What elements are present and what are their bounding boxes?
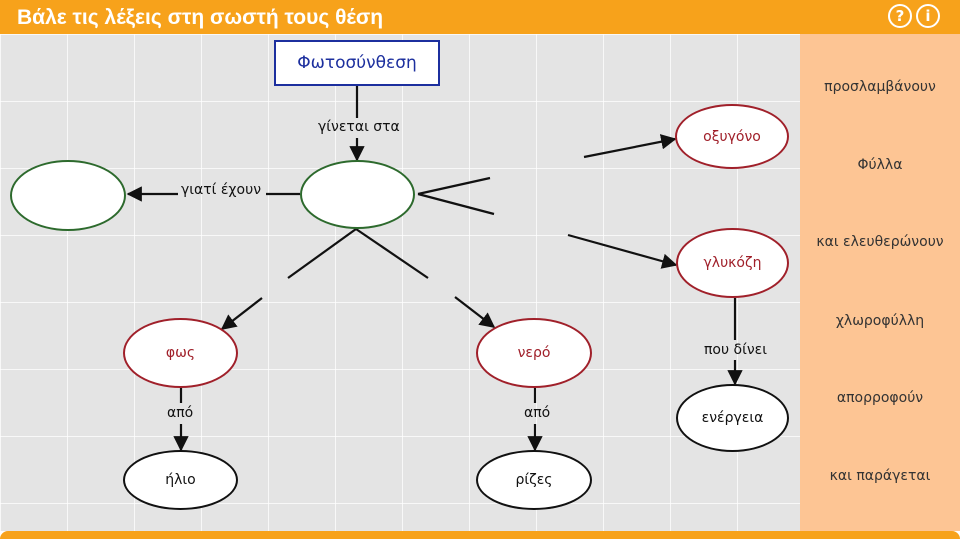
connector-arrow — [220, 297, 263, 330]
node-roots: ρίζες — [476, 450, 592, 510]
word-bank-item[interactable]: και παράγεται — [829, 468, 931, 484]
node-energy: ενέργεια — [676, 384, 789, 452]
node-glucose: γλυκόζη — [676, 228, 789, 298]
node-oxygen: οξυγόνο — [675, 104, 789, 169]
word-bank-panel: προσλαμβάνουν Φύλλα και ελευθερώνουν χλω… — [800, 34, 960, 531]
link-label-from: από — [524, 405, 551, 421]
bottom-bar — [0, 531, 960, 539]
link-label-happens-in: γίνεται στα — [318, 119, 400, 135]
connector-line — [287, 228, 357, 279]
word-bank-item[interactable]: Φύλλα — [857, 157, 903, 173]
connector-line — [355, 228, 429, 279]
node-sun: ήλιο — [123, 450, 238, 510]
word-bank-item[interactable]: προσλαμβάνουν — [824, 79, 936, 95]
connector-arrow — [583, 134, 677, 159]
node-light: φως — [123, 318, 238, 388]
connector-lines — [126, 86, 743, 452]
link-label-from: από — [167, 405, 194, 421]
connector-line — [417, 192, 495, 216]
word-bank-item[interactable]: και ελευθερώνουν — [816, 234, 944, 250]
help-icon[interactable]: ? — [888, 4, 912, 28]
root-concept-box: Φωτοσύνθεση — [274, 40, 440, 86]
title-bar: Βάλε τις λέξεις στη σωστή τους θέση ? i — [0, 0, 960, 34]
info-icon[interactable]: i — [916, 4, 940, 28]
word-bank-item[interactable]: απορροφούν — [836, 390, 924, 406]
connector-arrow — [567, 233, 678, 269]
link-label-gives: που δίνει — [704, 342, 767, 358]
page-title: Βάλε τις λέξεις στη σωστή τους θέση — [17, 6, 384, 29]
concept-map-canvas — [0, 34, 800, 531]
link-label-because-have: γιατί έχουν — [181, 182, 262, 198]
drop-target-center-blank[interactable] — [300, 160, 415, 229]
connector-line — [417, 176, 491, 196]
word-bank-item[interactable]: χλωροφύλλη — [835, 313, 925, 329]
drop-target-left-blank[interactable] — [10, 160, 126, 231]
node-water: νερό — [476, 318, 592, 388]
connector-arrow — [454, 296, 496, 328]
